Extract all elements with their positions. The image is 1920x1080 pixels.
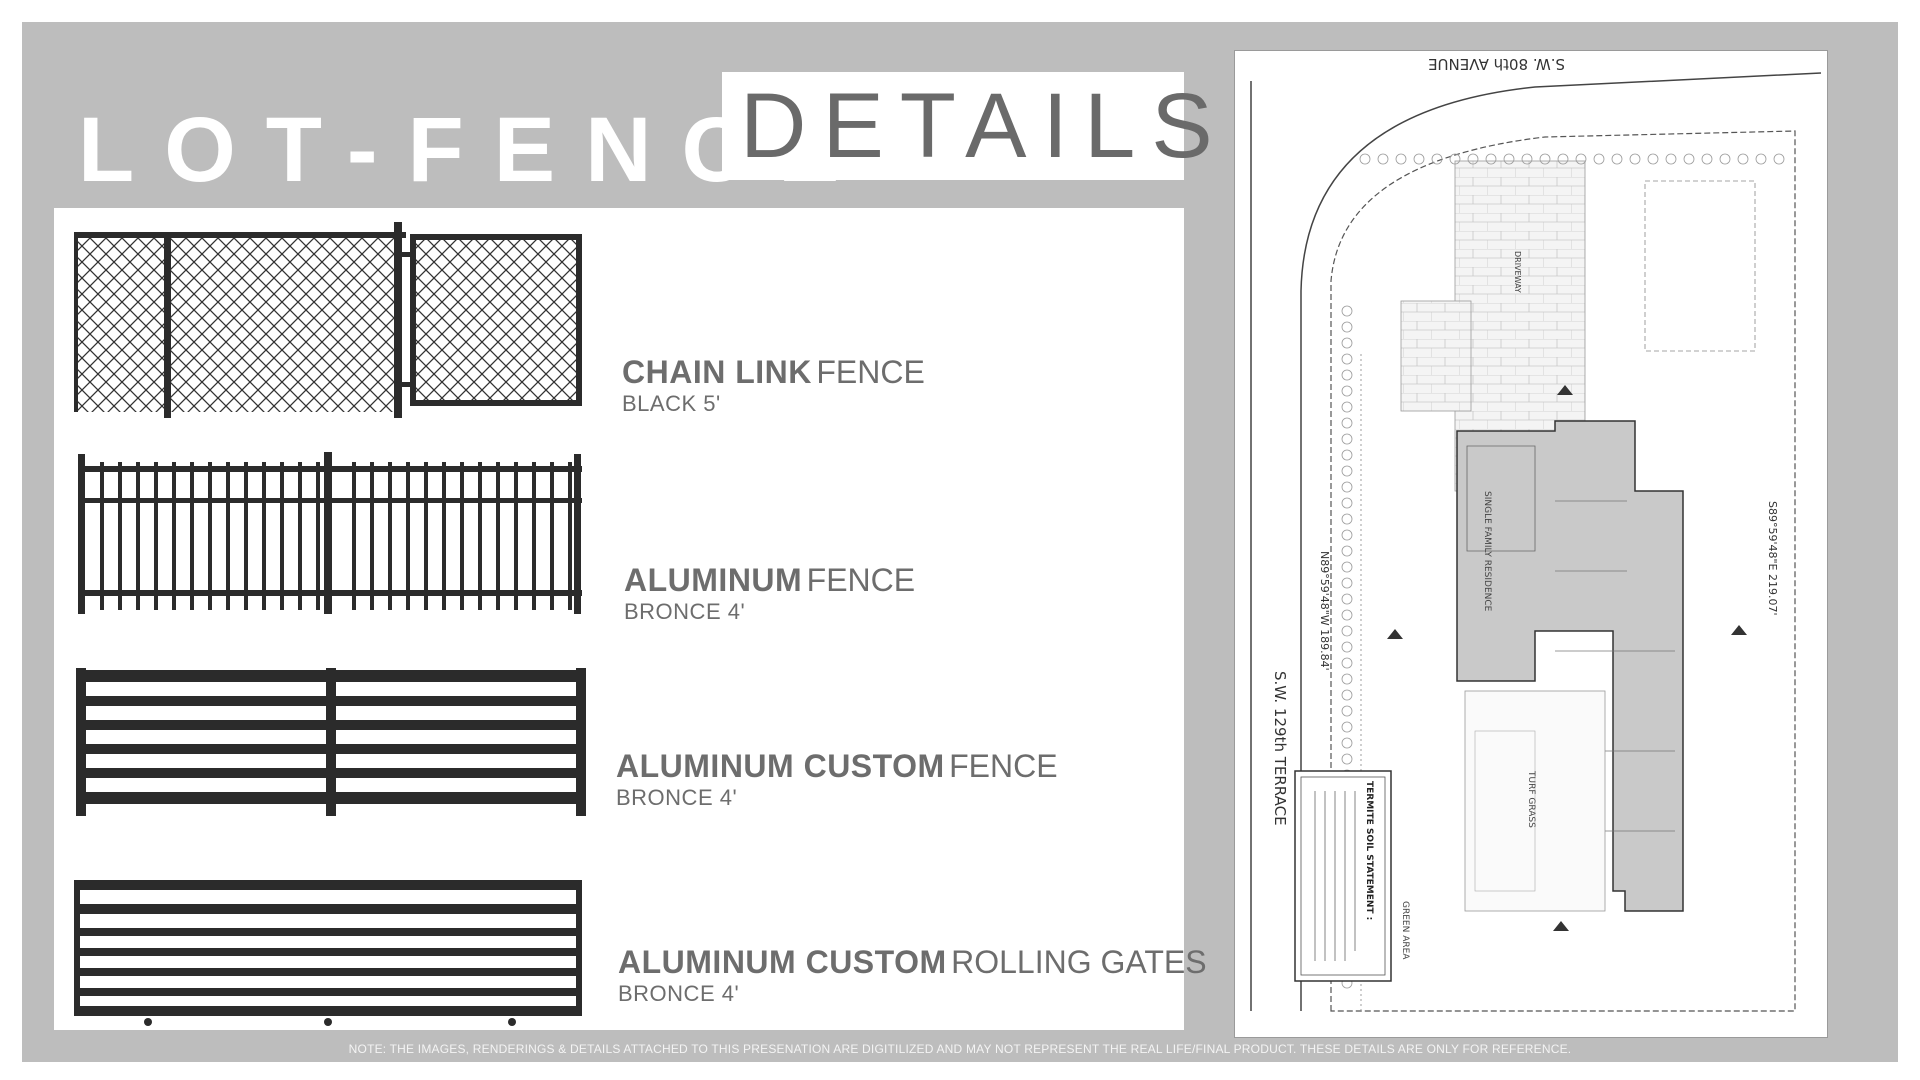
fence-spec: BRONCE 4' (624, 599, 746, 624)
fence-name-bold: CHAIN LINK (622, 354, 812, 390)
turf-label: TURF GRASS (1526, 770, 1536, 828)
bearing-right-label: S89°59'48"E 219.07' (1766, 501, 1779, 616)
fence-name-thin: FENCE (949, 748, 1058, 784)
fence-name-bold: ALUMINUM CUSTOM (618, 944, 947, 980)
chain-link-fence-image (74, 222, 582, 418)
aluminum-rolling-gate-image (74, 880, 582, 1026)
title-lot-fence: LOT-FENCE (78, 99, 870, 201)
street-left-label: S.W. 129th TERRACE (1271, 671, 1289, 826)
fence-label-aluminum-custom: ALUMINUM CUSTOM FENCE BRONCE 4' (616, 748, 1058, 811)
fence-spec: BLACK 5' (622, 391, 721, 416)
site-plan-svg: S.W. 80th AVENUE S.W. 129th TERRACE SING… (1250, 55, 1822, 1012)
fence-name-bold: ALUMINUM (624, 562, 803, 598)
driveway-label: DRIVEWAY (1513, 251, 1522, 293)
termite-title: TERMITE SOIL STATEMENT : (1364, 781, 1374, 920)
fence-label-aluminum: ALUMINUM FENCE BRONCE 4' (624, 562, 915, 625)
fence-label-chain-link: CHAIN LINK FENCE BLACK 5' (622, 354, 925, 417)
aluminum-custom-fence-image (76, 668, 586, 816)
bearing-left-label: N89°59'48"W 189.84' (1318, 551, 1331, 671)
title-details-box: DETAILS (722, 72, 1213, 180)
footer-note: NOTE: THE IMAGES, RENDERINGS & DETAILS A… (348, 1042, 1572, 1056)
slide-frame: LOT-FENCE DETAILS CHAIN LINK (22, 22, 1898, 1062)
fence-spec: BRONCE 4' (616, 785, 738, 810)
residence-label: SINGLE FAMILY RESIDENCE (1482, 491, 1492, 612)
fence-spec: BRONCE 4' (618, 981, 740, 1006)
title-details: DETAILS (740, 75, 1229, 177)
site-plan-drawing: S.W. 80th AVENUE S.W. 129th TERRACE SING… (1234, 50, 1828, 1038)
fence-name-thin: ROLLING GATES (951, 944, 1207, 980)
green-area-label: GREEN AREA (1400, 901, 1410, 960)
fence-label-rolling-gates: ALUMINUM CUSTOM ROLLING GATES BRONCE 4' (618, 944, 1207, 1007)
aluminum-fence-image (78, 452, 582, 614)
fence-name-bold: ALUMINUM CUSTOM (616, 748, 945, 784)
fence-panel: CHAIN LINK FENCE BLACK 5' ALUMINUM FENCE… (54, 208, 1207, 1030)
fence-name-thin: FENCE (816, 354, 925, 390)
street-top-label: S.W. 80th AVENUE (1428, 55, 1565, 73)
fence-name-thin: FENCE (806, 562, 916, 598)
